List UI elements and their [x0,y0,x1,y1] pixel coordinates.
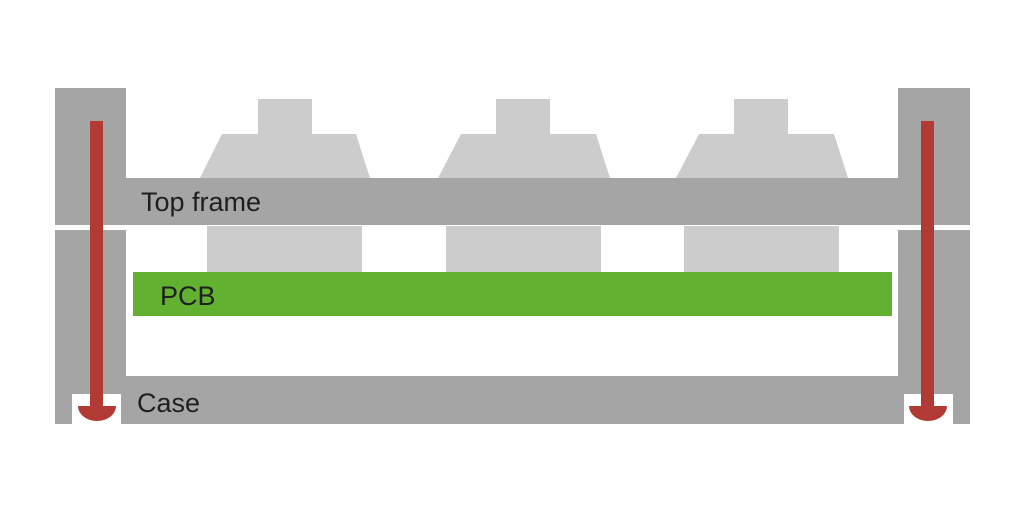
case-floor [121,376,904,424]
keycap-stem-top [734,99,788,135]
switch-housing [684,226,839,273]
switch-housing [446,226,601,273]
keycaps [200,99,848,273]
top-frame-label: Top frame [141,187,261,217]
keycap-top [676,134,848,178]
left-foot-outer [55,394,72,424]
keycap-top [438,134,610,178]
pcb-label: PCB [160,281,216,311]
keycap-2 [438,99,610,273]
screws [78,121,947,421]
screw-arrow-icon [78,121,116,421]
screw-arrow-icon [909,121,947,421]
keycap-stem-top [496,99,550,135]
case-label: Case [137,388,200,418]
right-foot-outer [953,394,970,424]
keycap-3 [676,99,848,273]
switch-housing [207,226,362,273]
pcb [133,272,892,316]
keycap-stem-top [258,99,312,135]
keycap-top [200,134,370,178]
top-frame [55,178,970,225]
keycap-1 [200,99,370,273]
